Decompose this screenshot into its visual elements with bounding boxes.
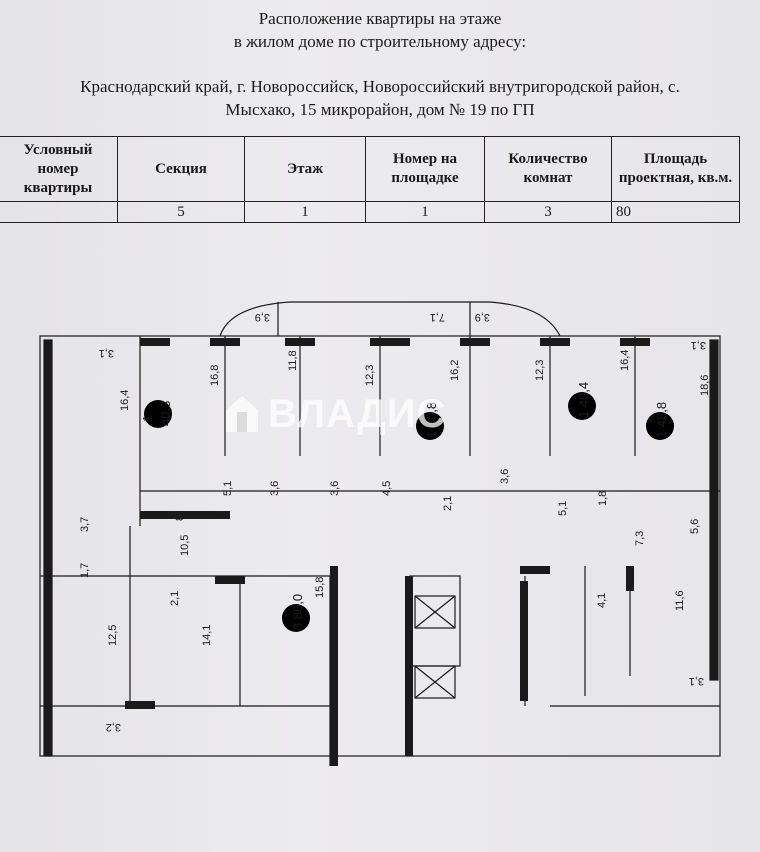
svg-text:1 48,8: 1 48,8 <box>654 402 669 438</box>
svg-text:5,1: 5,1 <box>222 481 234 496</box>
table-row: 5 1 1 3 80 <box>0 201 740 223</box>
table-header: Номер на площадке <box>365 136 485 202</box>
svg-text:1,7: 1,7 <box>79 563 91 578</box>
svg-text:2,1: 2,1 <box>169 591 181 606</box>
table-cell: 5 <box>117 201 245 223</box>
svg-text:16,4: 16,4 <box>119 390 131 411</box>
svg-text:11,6: 11,6 <box>674 590 686 611</box>
room-area-labels: 3,9 7,1 3,9 3,1 3,1 16,8 11,8 12,3 16,2 … <box>79 311 711 733</box>
svg-text:3,6: 3,6 <box>499 469 511 484</box>
table-header: Секция <box>117 136 245 202</box>
svg-text:11,8: 11,8 <box>287 350 299 371</box>
svg-text:1: 1 <box>140 415 155 422</box>
svg-text:4,5: 4,5 <box>381 481 393 496</box>
svg-text:1 40,8: 1 40,8 <box>424 402 439 438</box>
svg-text:2,1: 2,1 <box>442 496 454 511</box>
svg-text:12,3: 12,3 <box>534 360 546 381</box>
svg-text:8: 8 <box>174 515 186 521</box>
svg-text:4,1: 4,1 <box>596 593 608 608</box>
svg-text:3,6: 3,6 <box>329 481 341 496</box>
svg-text:7,1: 7,1 <box>430 311 445 323</box>
watermark: ВЛАДИС <box>268 392 447 436</box>
svg-text:14,1: 14,1 <box>201 625 213 646</box>
svg-text:3,1: 3,1 <box>691 339 706 351</box>
logo-icon <box>226 396 258 432</box>
svg-text:7,3: 7,3 <box>634 531 646 546</box>
address-line-2: Мысхако, 15 микрорайон, дом № 19 по ГП <box>225 100 535 119</box>
title-line-1: Расположение квартиры на этаже <box>258 9 502 28</box>
apartment-info-table: Условный номер квартиры Секция Этаж Номе… <box>0 136 740 223</box>
svg-text:12,5: 12,5 <box>107 625 119 646</box>
table-header: Количество комнат <box>484 136 612 202</box>
svg-text:15,8: 15,8 <box>314 577 326 598</box>
svg-text:3,1: 3,1 <box>99 347 114 359</box>
svg-text:5,1: 5,1 <box>557 501 569 516</box>
svg-text:3,1: 3,1 <box>689 675 704 687</box>
svg-text:40,3: 40,3 <box>158 401 173 426</box>
table-header: Площадь проектная, кв.м. <box>611 136 740 202</box>
table-header: Этаж <box>244 136 366 202</box>
svg-text:1 40,4: 1 40,4 <box>576 382 591 418</box>
table-cell: 1 <box>244 201 366 223</box>
address-line-1: Краснодарский край, г. Новороссийск, Нов… <box>80 77 680 96</box>
svg-text:3 80,0: 3 80,0 <box>290 594 305 630</box>
svg-text:16,2: 16,2 <box>449 360 461 381</box>
table-header: Условный номер квартиры <box>0 136 118 202</box>
table-header-row: Условный номер квартиры Секция Этаж Номе… <box>0 136 740 202</box>
table-cell: 3 <box>484 201 612 223</box>
svg-text:3,6: 3,6 <box>269 481 281 496</box>
apartment-area-markers: 1 40,3 1 40,8 1 40,4 1 48,8 3 80,0 <box>140 382 674 632</box>
svg-text:1,8: 1,8 <box>597 491 609 506</box>
table-cell: 1 <box>365 201 485 223</box>
svg-text:16,8: 16,8 <box>209 365 221 386</box>
svg-text:16,4: 16,4 <box>619 350 631 371</box>
svg-text:3,7: 3,7 <box>79 517 91 532</box>
svg-text:3,9: 3,9 <box>475 311 490 323</box>
svg-text:10,5: 10,5 <box>179 535 191 556</box>
table-cell: 80 <box>611 201 740 223</box>
svg-text:3,2: 3,2 <box>106 721 121 733</box>
svg-text:3,9: 3,9 <box>255 311 270 323</box>
svg-text:5,6: 5,6 <box>689 519 701 534</box>
svg-text:18,6: 18,6 <box>699 375 711 396</box>
table-cell <box>0 201 118 223</box>
floor-plan: 3,9 7,1 3,9 3,1 3,1 16,8 11,8 12,3 16,2 … <box>39 301 721 766</box>
svg-text:12,3: 12,3 <box>364 365 376 386</box>
title-line-2: в жилом доме по строительному адресу: <box>233 32 527 51</box>
